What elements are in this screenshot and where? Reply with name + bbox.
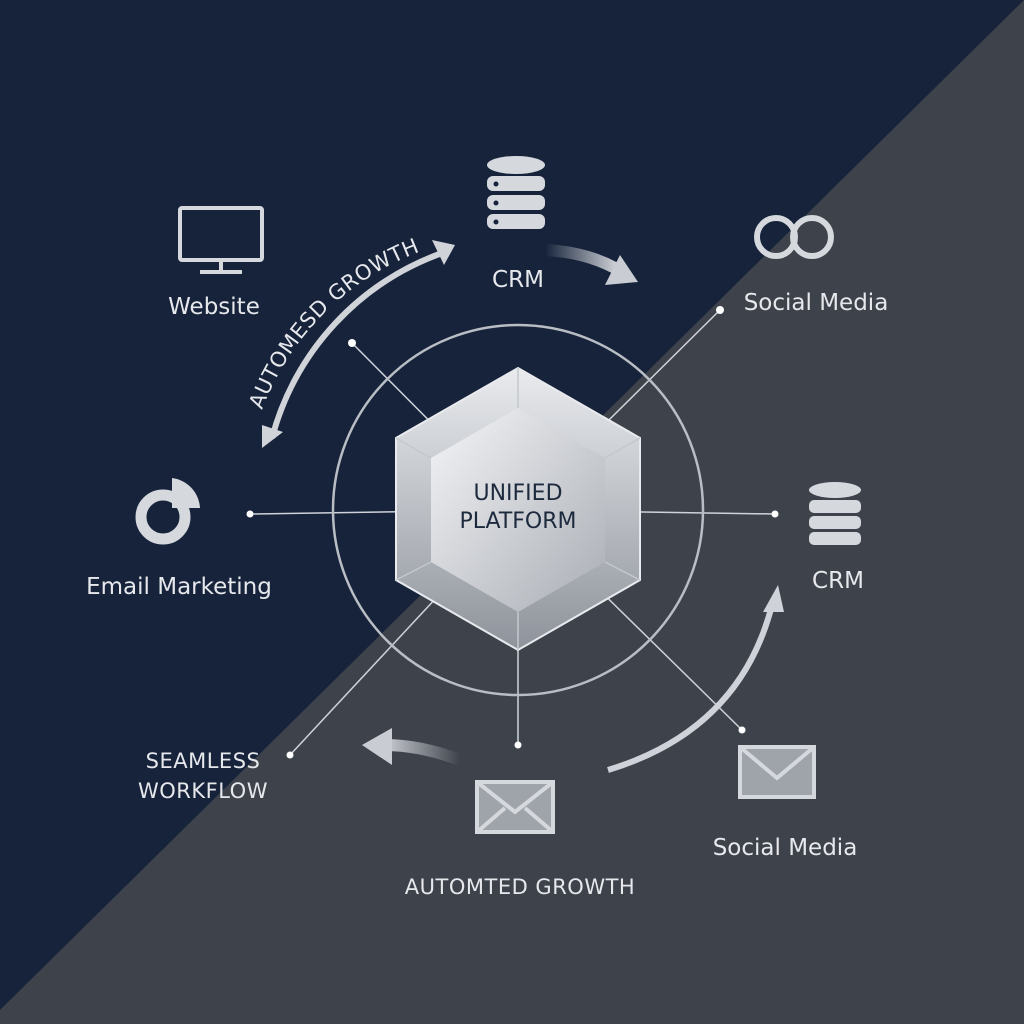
website-label: Website (168, 294, 260, 320)
arrow-bottom-left (362, 728, 463, 766)
database-icon (809, 482, 861, 545)
monitor-icon (178, 206, 264, 274)
arc-arrow-top-left (262, 240, 455, 448)
arrow-crm-to-social (544, 244, 638, 285)
envelope-icon (738, 745, 816, 799)
linked-rings-icon (754, 215, 834, 259)
node-social-top[interactable]: Social Media (744, 215, 889, 316)
node-email-marketing[interactable]: Email Marketing (86, 478, 272, 600)
social-top-label: Social Media (744, 290, 889, 316)
orbit-ring (331, 323, 705, 697)
social-bottom-label: Social Media (713, 835, 858, 861)
pie-chart-icon (135, 478, 200, 545)
connector-dots (246, 306, 779, 759)
node-crm-right[interactable]: CRM (809, 482, 864, 594)
database-icon (487, 156, 545, 229)
node-social-bottom[interactable]: Social Media (713, 745, 858, 861)
workflow-caption-line2: WORKFLOW (138, 779, 268, 803)
workflow-caption-line1: SEAMLESS (146, 749, 261, 773)
crm-top-label: CRM (492, 267, 544, 293)
arc-arrow-bottom-right (607, 585, 784, 773)
bottom-caption: AUTOMTED GROWTH (405, 875, 635, 899)
email-marketing-label: Email Marketing (86, 574, 272, 600)
node-website[interactable]: Website (168, 206, 264, 320)
node-crm-top[interactable]: CRM (487, 156, 545, 293)
envelope-icon (475, 780, 555, 834)
crm-right-label: CRM (812, 568, 864, 594)
node-email-bottom[interactable] (475, 780, 555, 834)
center-label-line1: UNIFIED (473, 481, 562, 506)
center-label-line2: PLATFORM (459, 509, 576, 534)
unified-platform-hexagon[interactable]: UNIFIED PLATFORM (395, 366, 641, 652)
